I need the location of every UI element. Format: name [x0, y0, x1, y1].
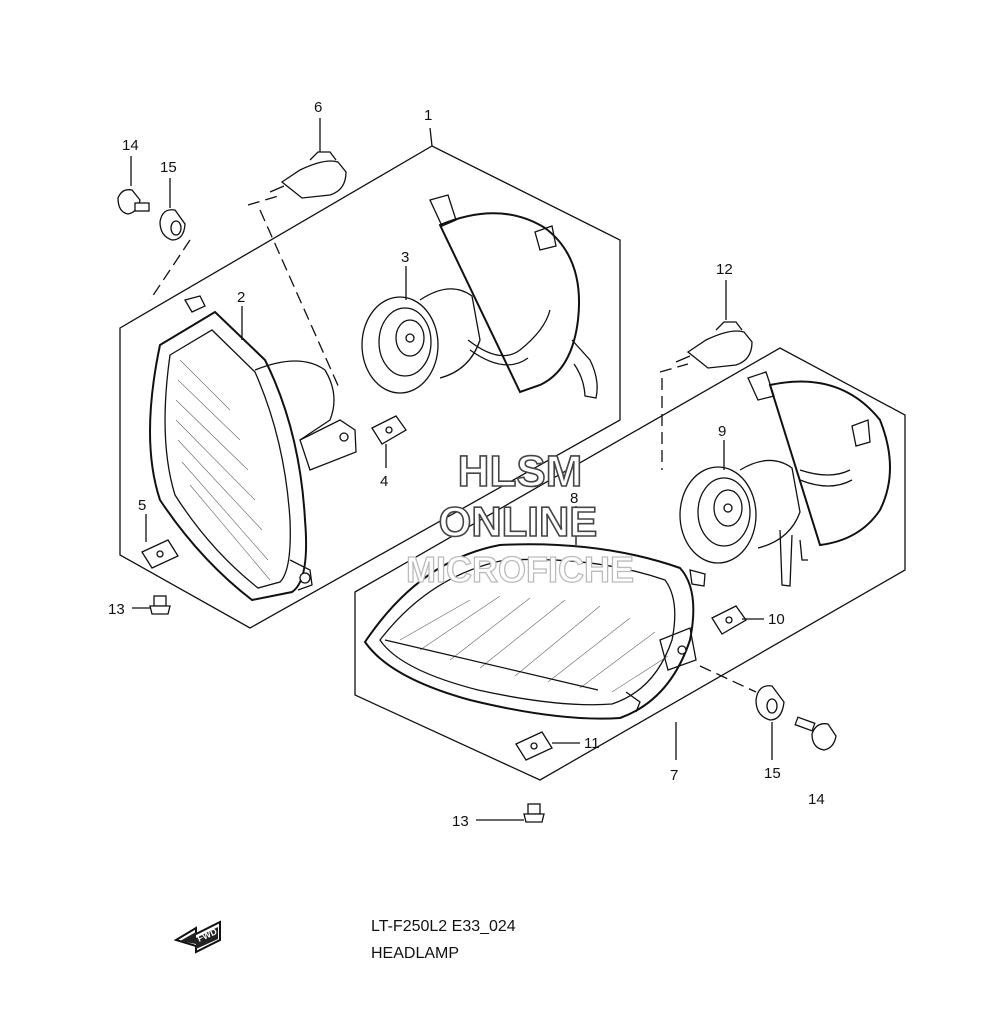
nut-clip-11: [515, 731, 580, 761]
callout-15b: 15: [764, 765, 781, 782]
watermark-line-2: ONLINE: [439, 498, 598, 545]
callout-7: 7: [670, 767, 678, 784]
callout-8: 8: [570, 490, 578, 507]
callout-4: 4: [380, 473, 388, 490]
callout-14b: 14: [808, 791, 825, 808]
headlamp-lens-right: [363, 506, 706, 720]
callout-13a: 13: [108, 601, 125, 618]
diagram-title: HEADLAMP: [371, 945, 459, 962]
nut-clip-10: [711, 605, 764, 635]
fwd-arrow-icon: FWD: [173, 920, 221, 954]
callout-3: 3: [401, 249, 409, 266]
screw-14-top: [117, 156, 150, 215]
callout-1: 1: [424, 107, 432, 124]
watermark-line-3: MICROFICHE: [406, 549, 634, 590]
headlamp-socket-right: [679, 371, 891, 587]
bulb-12: [675, 280, 753, 369]
grommet-15-right: [755, 685, 785, 760]
callout-14a: 14: [122, 137, 139, 154]
callout-15a: 15: [160, 159, 177, 176]
callout-13b: 13: [452, 813, 469, 830]
callout-5: 5: [138, 497, 146, 514]
callout-1-leader: [429, 127, 433, 147]
assembly-7-boundary: [354, 347, 906, 781]
headlamp-assembly-right: [354, 280, 906, 823]
diagram-code: LT-F250L2 E33_024: [371, 918, 516, 935]
headlamp-assembly-left: [117, 118, 621, 629]
watermark-line-1: HLSM: [458, 447, 583, 496]
callout-2: 2: [237, 289, 245, 306]
headlamp-socket-left: [361, 194, 598, 399]
callout-9: 9: [718, 423, 726, 440]
nut-clip-4: [371, 415, 407, 468]
bolt-13-bottom: [476, 803, 545, 823]
screw-14-right: [794, 716, 837, 751]
callout-11: 11: [584, 735, 600, 752]
grommet-15-top: [159, 178, 186, 241]
nut-clip-5: [141, 514, 179, 569]
callout-10: 10: [768, 611, 785, 628]
callout-12: 12: [716, 261, 733, 278]
bolt-13-left: [132, 595, 171, 615]
headlamp-lens-left: [149, 295, 357, 602]
bulb-6: [269, 118, 347, 199]
callout-6: 6: [314, 99, 322, 116]
